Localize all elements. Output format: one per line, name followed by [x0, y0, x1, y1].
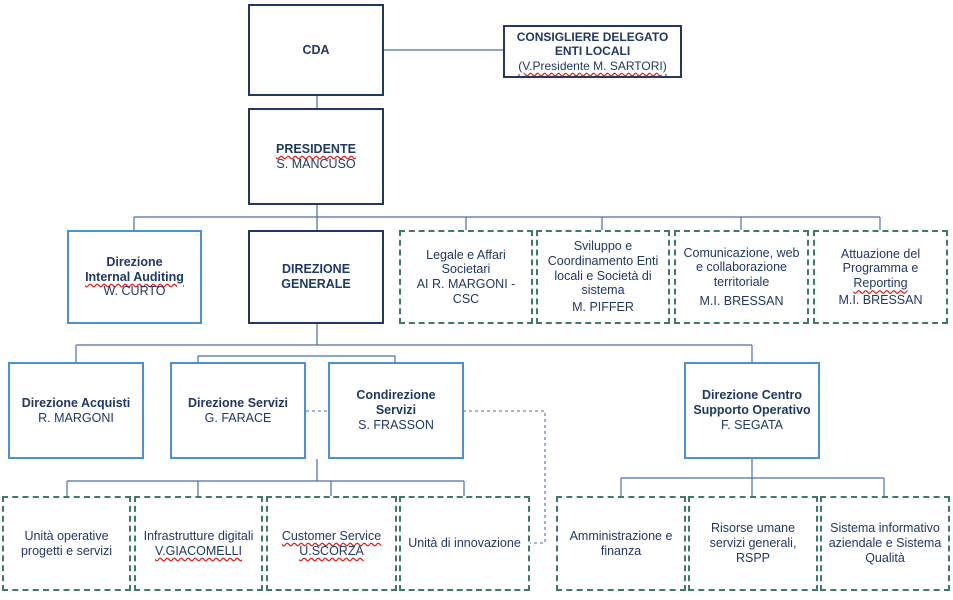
sviluppo-box: Sviluppo e Coordinamento Enti locali e S… [536, 230, 670, 324]
risorse-line-2: servizi generali, [709, 536, 797, 551]
amministrazione-box: Amministrazione e finanza [556, 496, 686, 591]
servizi-title: Direzione Servizi [187, 395, 289, 410]
consigliere-title-1: CONSIGLIERE DELEGATO [516, 30, 669, 45]
attuazione-line-1: Attuazione del [840, 246, 921, 261]
cda-title: CDA [302, 42, 330, 57]
customer-line-1: Customer Service [282, 529, 381, 544]
centro-supporto-title-1: Direzione Centro [701, 388, 802, 403]
condirezione-title-1: Condirezione [356, 388, 436, 403]
direzione-acquisti-box: Direzione Acquisti R. MARGONI [8, 362, 144, 459]
centro-supporto-title-2: Supporto Operativo [693, 403, 811, 418]
unita-operative-line-2: progetti e servizi [20, 543, 112, 558]
customer-service-box: Customer Service U.SCORZA [266, 496, 397, 591]
risorse-line-3: RSPP [735, 550, 771, 565]
sviluppo-line-2: Coordinamento Enti [547, 253, 659, 268]
centro-supporto-box: Direzione Centro Supporto Operativo F. S… [684, 362, 820, 459]
acquisti-title: Direzione Acquisti [21, 395, 131, 410]
condirezione-servizi-box: Condirezione Servizi S. FRASSON [328, 362, 464, 459]
infrastrutture-box: Infrastrutture digitali V.GIACOMELLI [134, 496, 263, 591]
legale-box: Legale e Affari Societari AI R. MARGONI … [399, 230, 533, 324]
innovazione-line-1: Unità di innovazione [408, 536, 521, 551]
comunicazione-box: Comunicazione, web e collaborazione terr… [674, 230, 809, 324]
direzione-generale-box: DIREZIONE GENERALE [248, 230, 384, 324]
internal-auditing-title-2: Internal Auditing [85, 269, 184, 284]
presidente-box: PRESIDENTE S. MANCUSO [248, 108, 384, 205]
amministrazione-line-1: Amministrazione e [569, 528, 673, 543]
sistema-info-line-2: aziendale e Sistema [828, 536, 942, 551]
direzione-servizi-box: Direzione Servizi G. FARACE [170, 362, 306, 459]
presidente-title: PRESIDENTE [276, 141, 356, 156]
sviluppo-name: M. PIFFER [572, 300, 634, 315]
presidente-name: S. MANCUSO [276, 156, 356, 171]
customer-name: U.SCORZA [299, 543, 364, 558]
consigliere-title-2: ENTI LOCALI [554, 44, 631, 59]
comunicazione-name: M.I. BRESSAN [699, 293, 784, 308]
condirezione-name: S. FRASSON [358, 417, 434, 432]
legale-line-3: AI R. MARGONI - [416, 277, 516, 291]
attuazione-box: Attuazione del Programma e Reporting M.I… [813, 230, 948, 324]
sviluppo-line-4: sistema [581, 283, 625, 298]
attuazione-line-2: Programma e [842, 261, 919, 276]
direzione-generale-title-2: GENERALE [281, 277, 351, 291]
infrastrutture-line-1: Infrastrutture digitali [143, 528, 254, 543]
amministrazione-line-2: finanza [600, 543, 642, 558]
consigliere-name: (V.Presidente M. SARTORI) [518, 58, 667, 73]
internal-auditing-title-1: Direzione [106, 254, 163, 269]
condirezione-title-2: Servizi [375, 403, 417, 418]
comunicazione-line-1: Comunicazione, web [683, 245, 800, 260]
customer-line-1-text: Customer Service [281, 528, 382, 543]
unita-operative-box: Unità operative progetti e servizi [2, 496, 131, 591]
unita-innovazione-box: Unità di innovazione [399, 496, 530, 591]
legale-line-2: Societari [441, 262, 491, 277]
sistema-informativo-box: Sistema informativo aziendale e Sistema … [820, 496, 950, 591]
comunicazione-line-3: territoriale [713, 275, 770, 289]
direzione-generale-title-1: DIREZIONE [281, 262, 351, 277]
infrastrutture-name: V.GIACOMELLI [154, 543, 243, 558]
acquisti-name: R. MARGONI [38, 410, 114, 425]
comunicazione-line-2: e collaborazione [695, 260, 788, 275]
attuazione-name: M.I. BRESSAN [838, 292, 923, 307]
sviluppo-line-1: Sviluppo e [573, 239, 633, 254]
risorse-line-1: Risorse umane [710, 521, 796, 536]
sistema-info-line-3: Qualità [865, 550, 905, 565]
consigliere-delegato-box: CONSIGLIERE DELEGATO ENTI LOCALI (V.Pres… [503, 25, 682, 78]
sistema-info-line-1: Sistema informativo [830, 521, 940, 536]
sviluppo-line-3: locali e Società di [554, 268, 652, 283]
legale-line-1: Legale e Affari [426, 247, 506, 262]
cda-box: CDA [248, 4, 384, 96]
risorse-umane-box: Risorse umane servizi generali, RSPP [688, 496, 818, 591]
unita-operative-line-1: Unità operative [24, 528, 109, 543]
internal-auditing-box: Direzione Internal Auditing W. CURTO [67, 230, 202, 324]
centro-supporto-name: F. SEGATA [720, 417, 784, 432]
attuazione-line-3: Reporting [853, 276, 908, 290]
internal-auditing-name: W. CURTO [103, 284, 166, 299]
servizi-name: G. FARACE [204, 410, 272, 425]
legale-line-4: CSC [452, 291, 480, 306]
